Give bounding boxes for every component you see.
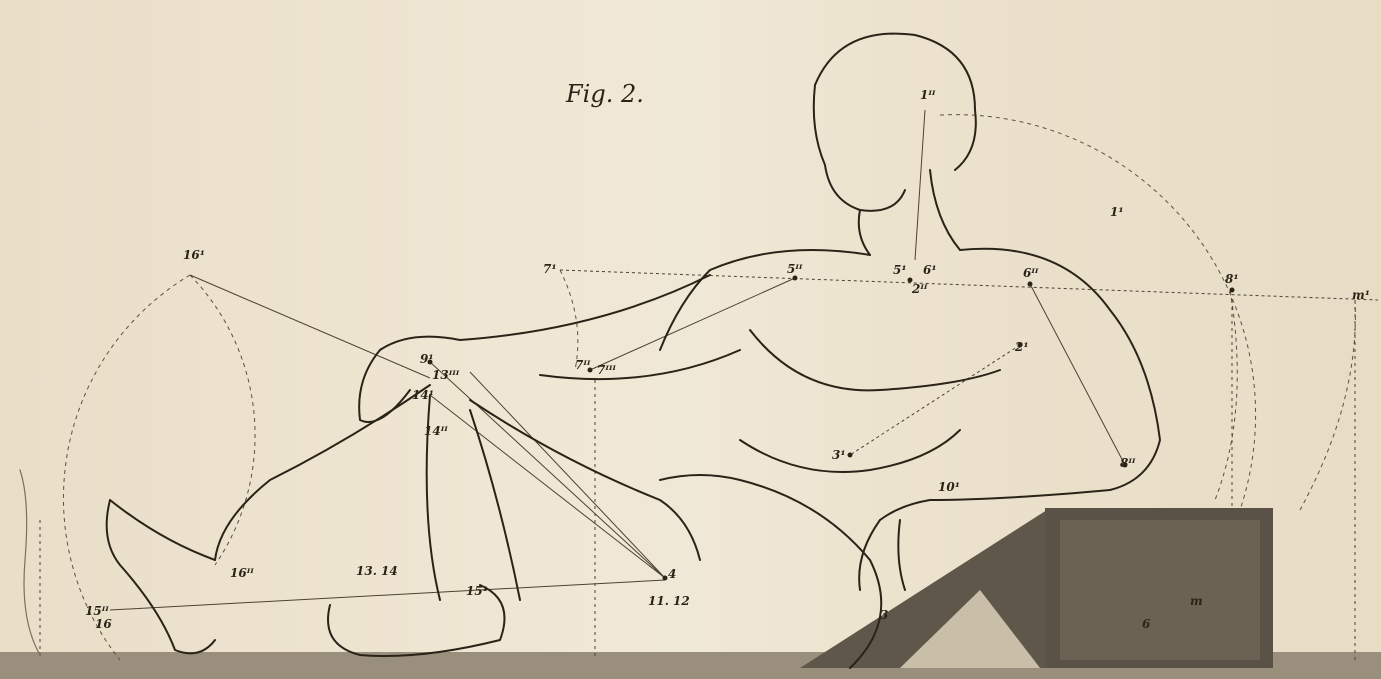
line-knee-hip-1 bbox=[430, 362, 665, 578]
arc-6 bbox=[1300, 300, 1355, 510]
point-label: m bbox=[1190, 594, 1203, 608]
point-label: 11. 12 bbox=[648, 594, 690, 608]
point-label: 6 bbox=[1142, 617, 1150, 631]
abdomen bbox=[740, 430, 960, 472]
line-knee-hip-2 bbox=[470, 372, 665, 578]
forearm-lower bbox=[540, 350, 740, 379]
arc-2 bbox=[63, 275, 190, 660]
arc-5 bbox=[1215, 290, 1237, 500]
point-label: m¹ bbox=[1352, 288, 1370, 302]
line-shoulders bbox=[560, 270, 1378, 300]
point-label: 6ᴵᴵ bbox=[1023, 266, 1038, 280]
point-label: 2¹ bbox=[1015, 340, 1029, 354]
torso-right bbox=[960, 249, 1160, 490]
line-torso bbox=[850, 345, 1020, 455]
point-label: 7ᴵᴵᴵ bbox=[597, 363, 616, 377]
upper-thigh bbox=[470, 400, 700, 560]
point-label: 4 bbox=[668, 567, 676, 581]
point-label: 10¹ bbox=[938, 480, 960, 494]
line-neck bbox=[915, 110, 925, 260]
face bbox=[814, 85, 905, 211]
point-label: 7¹ bbox=[543, 262, 557, 276]
point-label: 3 bbox=[880, 608, 888, 622]
point-label: 8ᴵᴵ bbox=[1120, 456, 1135, 470]
chest bbox=[750, 330, 1000, 390]
point-label: 13ᴵᴵᴵ bbox=[432, 368, 459, 382]
line-thigh-knee bbox=[190, 275, 430, 378]
point-label: 16¹ bbox=[183, 248, 205, 262]
point-label: 6¹ bbox=[923, 263, 937, 277]
foot bbox=[107, 500, 215, 653]
figure-title: Fig. 2. bbox=[566, 80, 644, 108]
point-label: 1¹ bbox=[1110, 205, 1124, 219]
point-label: 15¹ bbox=[466, 584, 488, 598]
thigh bbox=[215, 385, 430, 560]
hand bbox=[359, 350, 410, 422]
point-label: 5¹ bbox=[893, 263, 907, 277]
arc-4 bbox=[560, 270, 578, 370]
point-label: 16 bbox=[95, 617, 112, 631]
arc-1 bbox=[940, 115, 1256, 510]
hair bbox=[815, 34, 976, 170]
point-label: 9¹ bbox=[420, 352, 434, 366]
point-label: 14¹ bbox=[412, 388, 434, 402]
point-label: 13. 14 bbox=[356, 564, 398, 578]
point-label: 1ᴵᴵ bbox=[920, 88, 935, 102]
point-label: 3¹ bbox=[832, 448, 846, 462]
ghost-foot bbox=[20, 470, 40, 655]
point-label: 7ᴵᴵ bbox=[575, 358, 590, 372]
point-label: 14ᴵᴵ bbox=[424, 424, 448, 438]
point-label: 5ᴵᴵ bbox=[787, 262, 802, 276]
arc-3 bbox=[190, 275, 255, 565]
shin bbox=[110, 500, 215, 560]
point-label: 2ᴵᴵ bbox=[912, 282, 927, 296]
point-label: 8¹ bbox=[1225, 272, 1239, 286]
point-label: 16ᴵᴵ bbox=[230, 566, 254, 580]
torso-left bbox=[660, 250, 870, 350]
point-label: 15ᴵᴵ bbox=[85, 604, 109, 618]
line-shin bbox=[110, 580, 665, 610]
neck bbox=[859, 170, 960, 255]
